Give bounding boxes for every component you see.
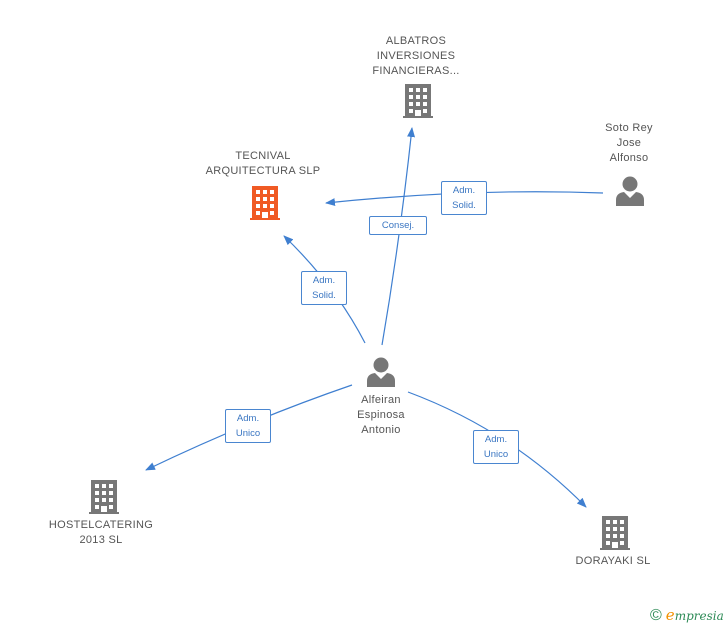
node-label-line: ARQUITECTURA SLP — [205, 165, 321, 177]
edge-label-line: Unico — [235, 428, 261, 439]
edge-label-line: Solid. — [452, 200, 476, 211]
node-label-dorayaki[interactable]: DORAYAKI SL — [563, 554, 663, 569]
edge-label-alfeiran-hostelcatering[interactable]: Adm. Unico — [225, 409, 271, 443]
edge-label-line: Adm. — [236, 413, 260, 424]
copyright-symbol: © — [650, 607, 662, 624]
empresia-logo-text: mpresia — [674, 609, 724, 623]
node-label-line: Jose — [616, 137, 642, 149]
edge-label-line: Solid. — [312, 290, 336, 301]
node-label-line: Espinosa — [357, 409, 405, 421]
node-label-line: FINANCIERAS... — [372, 65, 460, 77]
node-label-line: Alfonso — [609, 152, 649, 164]
edge-label-line: Consej. — [381, 220, 415, 231]
empresia-logo: empresia — [665, 606, 724, 624]
node-label-line: Soto Rey — [605, 122, 653, 134]
edge-label-line: Adm. — [452, 185, 476, 196]
edge-label-line: Adm. — [312, 275, 336, 286]
node-label-hostelcatering[interactable]: HOSTELCATERING 2013 SL — [41, 518, 161, 548]
node-label-line: Alfeiran — [361, 394, 401, 406]
building-icon — [89, 480, 119, 514]
empresia-watermark: ©empresia — [650, 606, 724, 625]
edge-label-line: Unico — [483, 449, 509, 460]
edge-label-alfeiran-tecnival[interactable]: Adm. Solid. — [301, 271, 347, 305]
building-icon — [600, 516, 630, 550]
node-label-line: INVERSIONES — [376, 50, 456, 62]
node-label-albatros[interactable]: ALBATROS INVERSIONES FINANCIERAS... — [356, 34, 476, 79]
edge-label-line: Adm. — [484, 434, 508, 445]
node-label-line: HOSTELCATERING — [48, 519, 154, 531]
node-label-line: Antonio — [361, 424, 401, 436]
edge-label-soto-tecnival[interactable]: Adm. Solid. — [441, 181, 487, 215]
node-label-alfeiran[interactable]: Alfeiran Espinosa Antonio — [336, 393, 426, 438]
node-label-line: TECNIVAL — [235, 150, 291, 162]
edge-alfeiran-albatros — [381, 127, 416, 346]
node-label-soto[interactable]: Soto Rey Jose Alfonso — [589, 121, 669, 166]
node-label-line: DORAYAKI SL — [575, 555, 651, 567]
node-label-tecnival[interactable]: TECNIVAL ARQUITECTURA SLP — [193, 149, 333, 179]
person-icon — [616, 176, 644, 206]
building-icon — [403, 84, 433, 118]
node-label-line: 2013 SL — [79, 534, 123, 546]
edge-label-alfeiran-albatros[interactable]: Consej. — [369, 216, 427, 235]
empresia-logo-initial: e — [665, 606, 675, 624]
building-icon-highlighted — [250, 186, 280, 220]
edge-label-alfeiran-dorayaki[interactable]: Adm. Unico — [473, 430, 519, 464]
person-icon — [367, 357, 395, 387]
node-label-line: ALBATROS — [385, 35, 447, 47]
